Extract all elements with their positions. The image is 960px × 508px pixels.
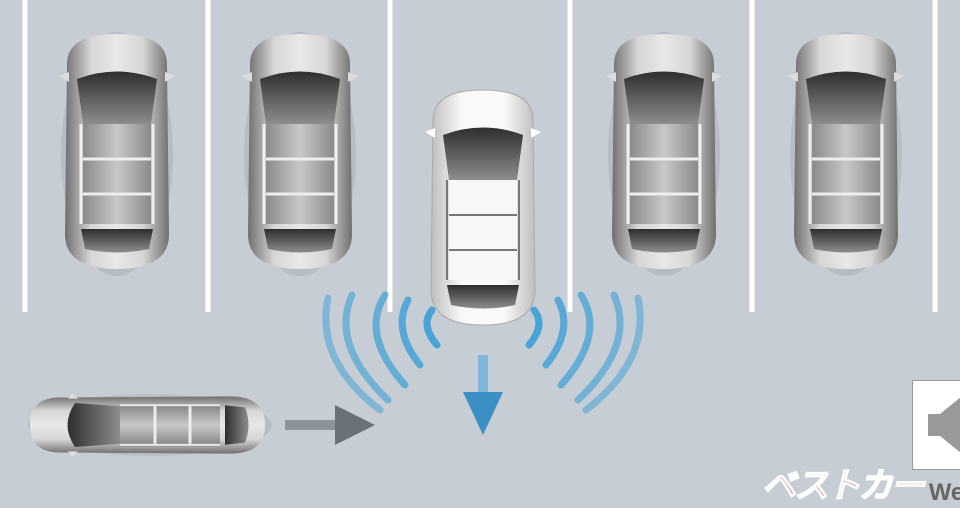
parked-car-3 <box>604 30 724 278</box>
watermark-suffix: Web <box>928 479 960 506</box>
parked-car-2 <box>240 30 360 278</box>
sensor-wave-icon <box>322 291 644 414</box>
arrow-right-icon <box>285 405 375 445</box>
parked-car-1 <box>57 30 177 278</box>
watermark-brand: ベストカー <box>761 466 925 506</box>
speaker-button[interactable] <box>912 380 960 470</box>
parked-car-4 <box>786 30 906 278</box>
arrow-down-icon <box>463 355 503 435</box>
parking-lines <box>22 0 938 312</box>
reversing-car <box>424 89 542 326</box>
passing-car <box>26 391 274 459</box>
speaker-icon <box>928 397 960 453</box>
watermark-logo: ベストカー Web <box>761 462 960 506</box>
